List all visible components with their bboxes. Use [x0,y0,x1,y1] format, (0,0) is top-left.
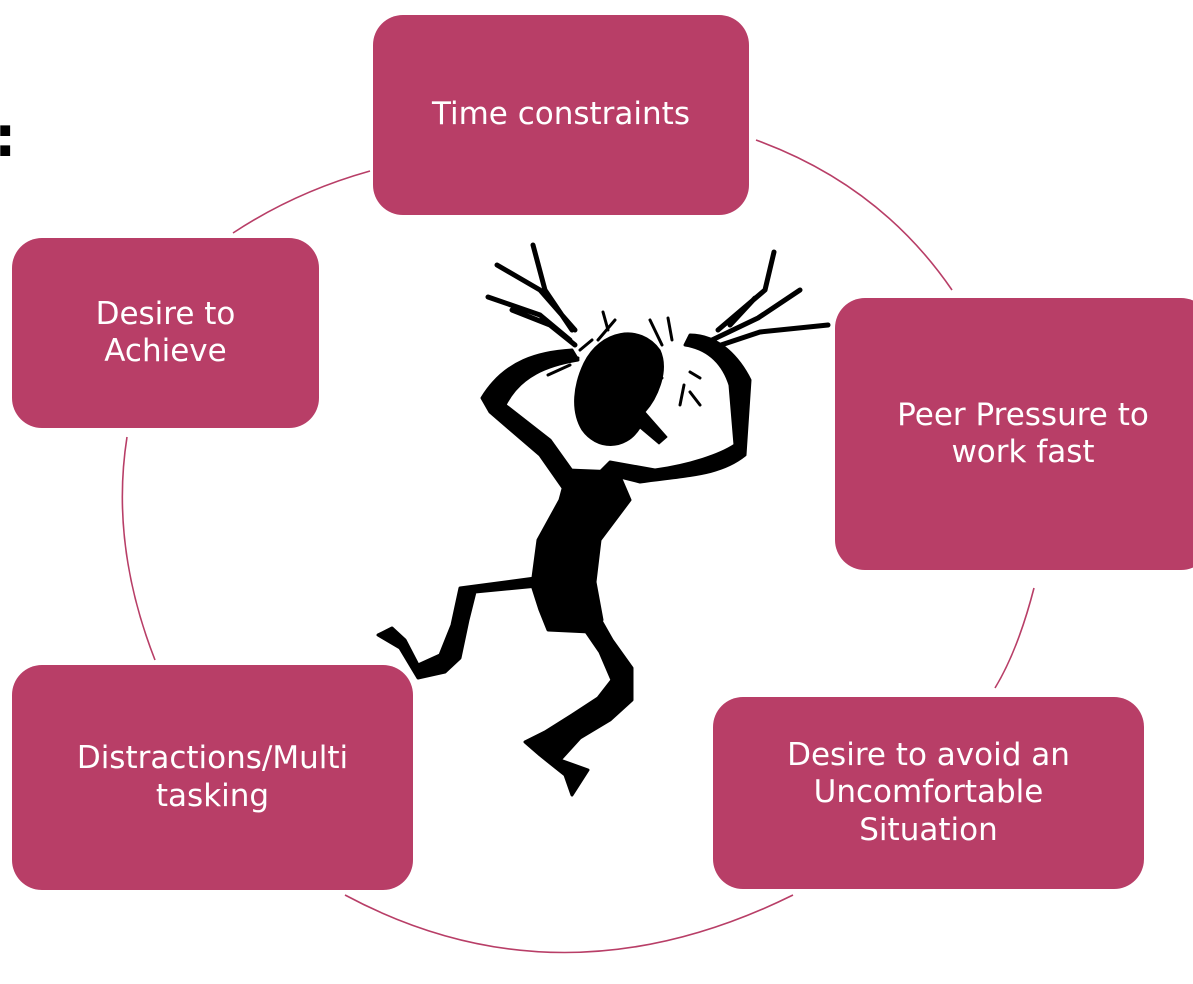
connector-arc-bottom [344,894,794,954]
connector-arc-top-left [232,170,371,234]
frustrated-stick-figure-icon [376,242,831,797]
figure-arm-left [480,348,582,497]
figure-hair-left [485,242,578,348]
node-distractions: Distractions/Multi tasking [12,665,413,890]
node-peer-pressure-label: Peer Pressure to work fast [897,396,1149,470]
node-desire-to-achieve: Desire to Achieve [12,238,319,428]
figure-head [574,332,668,446]
figure-leg-left [376,576,550,680]
connector-arc-right [994,587,1035,689]
connector-arc-top-right [755,139,953,291]
node-avoid-uncomfortable: Desire to avoid an Uncomfortable Situati… [713,697,1144,889]
node-peer-pressure: Peer Pressure to work fast [835,298,1193,570]
figure-torso [530,468,632,634]
node-time-constraints: Time constraints [373,15,749,215]
node-desire-to-achieve-label: Desire to Achieve [95,295,236,369]
connector-arc-left [121,436,156,661]
slide-text-fragment: : [0,110,16,166]
figure-hair-right [709,249,831,351]
node-time-constraints-label: Time constraints [432,96,690,133]
connector-arcs [121,139,1035,954]
node-avoid-uncomfortable-label: Desire to avoid an Uncomfortable Situati… [787,737,1070,848]
node-distractions-label: Distractions/Multi tasking [76,740,349,814]
figure-leg-right [523,608,634,797]
